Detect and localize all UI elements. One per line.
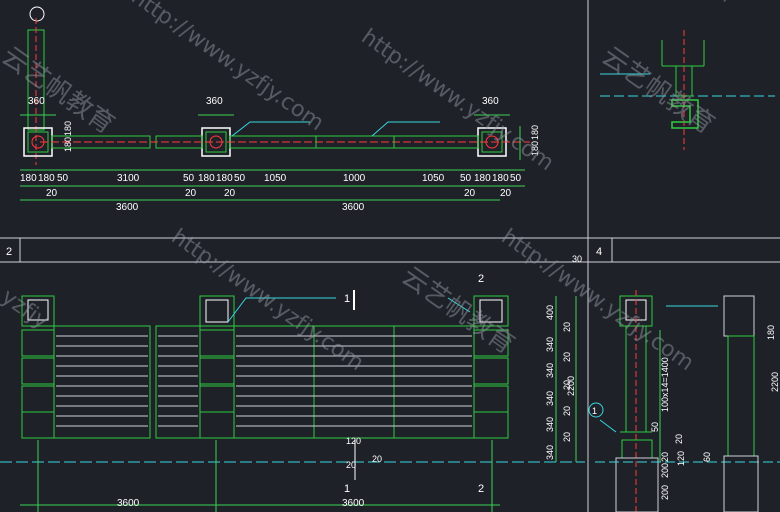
watermark-brand-1: 云艺帆教育 bbox=[596, 41, 720, 140]
plan-dim-1000: 1000 bbox=[343, 173, 366, 184]
elev-dim-400: 400 bbox=[545, 305, 555, 320]
section-view bbox=[595, 290, 780, 512]
watermark-short-2: yzfjy bbox=[0, 284, 53, 334]
plan-dim-180-2: 180 bbox=[38, 173, 55, 184]
watermark-url-3: http://www.yzfjy.com bbox=[167, 224, 369, 376]
elev-dim-20-1: 20 bbox=[562, 322, 572, 332]
detail-circle-icon bbox=[29, 6, 45, 22]
plan-dim-360-a: 360 bbox=[28, 96, 45, 107]
plan-dim-360-b: 360 bbox=[206, 96, 223, 107]
elev-dim-20-b: 20 bbox=[372, 454, 382, 464]
elevation-view bbox=[0, 290, 585, 512]
section-dim-180: 180 bbox=[766, 325, 776, 340]
plan-dim-180-6: 180 bbox=[492, 173, 509, 184]
elev-dim-20-4: 20 bbox=[562, 406, 572, 416]
watermarks: http://www.yzfjy.com http://www.yzfjy.co… bbox=[0, 0, 761, 376]
elev-callout-1-bottom: 1 bbox=[344, 483, 350, 495]
plan-dim-1050-b: 1050 bbox=[422, 173, 445, 184]
plan-dim-50-4: 50 bbox=[460, 173, 472, 184]
section-dim-20-a: 20 bbox=[674, 434, 684, 444]
elev-dim-3600-a: 3600 bbox=[117, 498, 140, 509]
plan-dim-180-v1: 180 bbox=[63, 137, 73, 152]
elev-dim-20-5: 20 bbox=[562, 432, 572, 442]
plan-dim-50-5: 50 bbox=[510, 173, 522, 184]
elev-callout-2-top: 2 bbox=[478, 273, 484, 285]
plan-dim-50-3: 50 bbox=[234, 173, 246, 184]
plan-dim-20-2: 20 bbox=[185, 188, 197, 199]
section-dim-1400: 100x14=1400 bbox=[660, 357, 670, 412]
plan-dim-50-1: 50 bbox=[57, 173, 69, 184]
elev-callout-1-top: 1 bbox=[344, 293, 350, 305]
elev-dim-20-a: 20 bbox=[346, 460, 356, 470]
plan-dim-180-4: 180 bbox=[216, 173, 233, 184]
plan-dim-20-3: 20 bbox=[224, 188, 236, 199]
elev-dim-120: 120 bbox=[346, 436, 361, 446]
plan-dim-180-v3: 180 bbox=[530, 141, 540, 156]
section-dim-200-b: 200 bbox=[660, 485, 670, 500]
watermark-url-2: http://www.yzfjy.com bbox=[127, 0, 329, 136]
panel-tag-4: 4 bbox=[596, 246, 602, 258]
watermark-url-1: http://www.yzfjy.com bbox=[357, 24, 559, 176]
plan-dim-180-v4: 180 bbox=[530, 125, 540, 140]
section-dim-60: 60 bbox=[702, 452, 712, 462]
elev-dim-340-3: 340 bbox=[545, 391, 555, 406]
watermark-short-1: yzfjy bbox=[707, 0, 761, 4]
plan-view bbox=[20, 18, 530, 201]
plan-dim-1050-a: 1050 bbox=[264, 173, 287, 184]
plan-dim-50-2: 50 bbox=[183, 173, 195, 184]
elev-dim-340-1: 340 bbox=[545, 337, 555, 352]
elev-dim-2200: 2200 bbox=[566, 376, 576, 396]
watermark-brand-3: 云艺帆教育 bbox=[0, 41, 120, 140]
elev-dim-340-2: 340 bbox=[545, 363, 555, 378]
section-dim-120: 120 bbox=[676, 451, 686, 466]
plan-dim-20-5: 20 bbox=[500, 188, 512, 199]
plan-dim-180-1: 180 bbox=[20, 173, 37, 184]
elev-dim-3600-b: 3600 bbox=[342, 498, 365, 509]
plan-dim-20-1: 20 bbox=[46, 188, 58, 199]
plan-dim-180-v2: 180 bbox=[63, 121, 73, 136]
watermark-brand-2: 云艺帆教育 bbox=[396, 261, 520, 360]
elev-dim-340-5: 340 bbox=[545, 445, 555, 460]
plan-dim-180-5: 180 bbox=[474, 173, 491, 184]
section-callout-1: 1 bbox=[592, 406, 597, 416]
section-dim-20-b: 20 bbox=[660, 452, 670, 462]
elev-dim-20-2: 20 bbox=[562, 352, 572, 362]
plan-dim-360-c: 360 bbox=[482, 96, 499, 107]
section-dim-2200: 2200 bbox=[770, 372, 780, 392]
connection-detail bbox=[600, 30, 775, 150]
plan-dim-3100: 3100 bbox=[117, 173, 140, 184]
section-dim-50: 50 bbox=[650, 422, 660, 432]
plan-dim-3600-b: 3600 bbox=[342, 202, 365, 213]
section-dim-200-a: 200 bbox=[660, 463, 670, 478]
elev-callout-2-bottom: 2 bbox=[478, 483, 484, 495]
plan-dim-180-3: 180 bbox=[198, 173, 215, 184]
elev-dim-340-4: 340 bbox=[545, 417, 555, 432]
section-callout-circle-icon bbox=[588, 402, 604, 418]
plan-dim-3600-a: 3600 bbox=[116, 202, 139, 213]
elev-dim-20-3: 20 bbox=[562, 380, 572, 390]
plan-dim-20-4: 20 bbox=[464, 188, 476, 199]
panel-tag-2: 2 bbox=[6, 246, 12, 258]
panel-tag-30: 30 bbox=[572, 254, 582, 264]
